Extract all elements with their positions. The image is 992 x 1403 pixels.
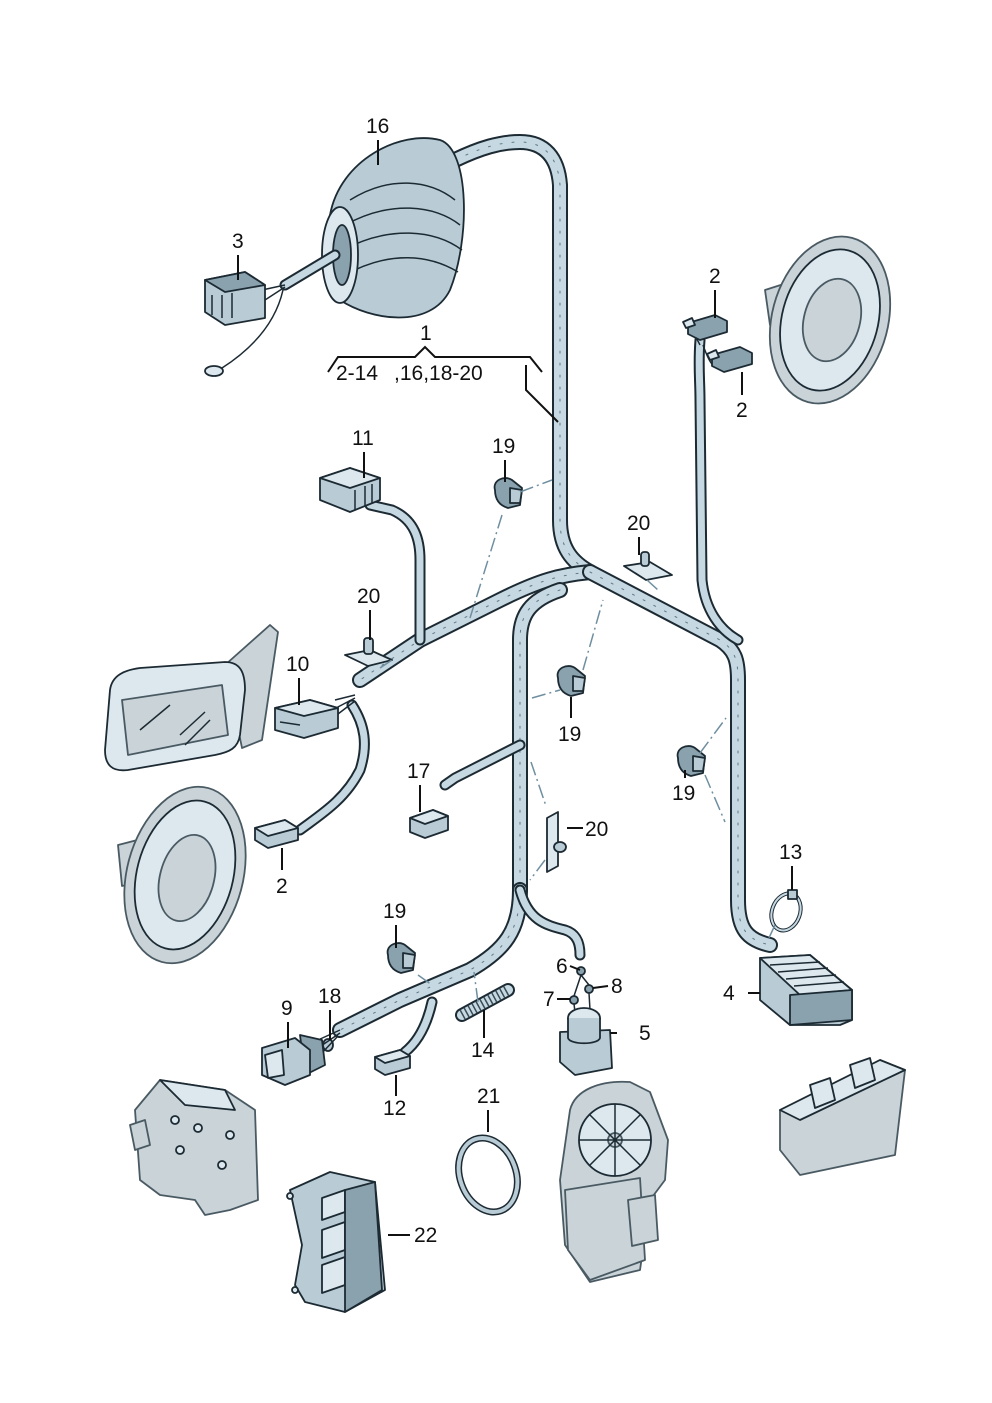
callout-22: 22	[414, 1224, 437, 1247]
callout-8: 8	[611, 975, 623, 998]
callout-20-right: 20	[627, 512, 650, 535]
callout-2-mid: 2	[736, 399, 748, 422]
grommet-16	[321, 137, 465, 319]
contacts-6-7-8	[569, 966, 594, 1013]
callout-9: 9	[281, 997, 293, 1020]
speaker-bottom-left	[117, 785, 247, 965]
harness-main	[332, 134, 778, 1038]
callout-6: 6	[556, 955, 568, 978]
assembly-number: 1	[420, 322, 432, 345]
harness-branch-11	[364, 499, 426, 646]
callout-5: 5	[639, 1022, 651, 1045]
callout-10: 10	[286, 653, 309, 676]
leaders	[237, 140, 793, 1236]
holder-20-left	[344, 637, 393, 667]
assembly-contents-a: 2-14	[336, 362, 378, 385]
connector-9	[261, 1029, 341, 1086]
sealing-ring-21	[455, 1134, 521, 1216]
callout-7: 7	[543, 988, 555, 1011]
corrugated-tube-14	[455, 983, 515, 1022]
callout-labels: 16 3 2 2 1 2-14 ,16,18-20 11 19 20 20 10…	[232, 115, 802, 1247]
connector-3	[204, 249, 341, 377]
connector-2-mid	[706, 346, 753, 373]
mirror	[104, 624, 279, 772]
clip-19-top	[493, 477, 523, 509]
clip-19-center	[556, 665, 586, 697]
connector-12	[374, 1049, 411, 1076]
holder-20-mid	[546, 811, 567, 873]
window-motor	[559, 1080, 669, 1283]
callout-3: 3	[232, 230, 244, 253]
connector-5	[559, 1007, 613, 1076]
callout-16: 16	[366, 115, 389, 138]
connector-17	[409, 809, 449, 839]
switch-block-22	[286, 1171, 386, 1313]
connector-2-left	[254, 819, 299, 849]
callout-13: 13	[779, 841, 802, 864]
callout-20-left: 20	[357, 585, 380, 608]
callout-18: 18	[318, 985, 341, 1008]
harness-branch-2-left	[294, 699, 370, 836]
connector-4	[759, 954, 853, 1026]
callout-2-top: 2	[709, 265, 721, 288]
callout-20-mid: 20	[585, 818, 608, 841]
clip-19-bottom	[386, 942, 416, 974]
assembly-contents-b: ,16,18-20	[394, 362, 483, 385]
callout-14: 14	[471, 1039, 495, 1062]
callout-21: 21	[477, 1085, 500, 1108]
speaker-top-right	[764, 235, 892, 405]
callout-17: 17	[407, 760, 430, 783]
connector-2-top	[682, 314, 728, 341]
callout-12: 12	[383, 1097, 406, 1120]
callout-19-center: 19	[558, 723, 581, 746]
clip-19-right	[676, 745, 706, 777]
callout-19-top: 19	[492, 435, 515, 458]
callout-11: 11	[352, 427, 374, 450]
callout-2-left: 2	[276, 875, 288, 898]
callout-19-right: 19	[672, 782, 695, 805]
callout-4: 4	[723, 982, 735, 1005]
dashed-links	[379, 479, 776, 1003]
door-lock	[129, 1079, 259, 1216]
callout-19-bottom: 19	[383, 900, 406, 923]
harness-branch-17	[439, 739, 526, 791]
cable-tie-13	[769, 889, 803, 933]
holder-20-right	[623, 551, 673, 581]
harness-branch-12	[399, 996, 438, 1058]
relay-housing	[779, 1057, 906, 1176]
connector-10	[274, 694, 356, 739]
